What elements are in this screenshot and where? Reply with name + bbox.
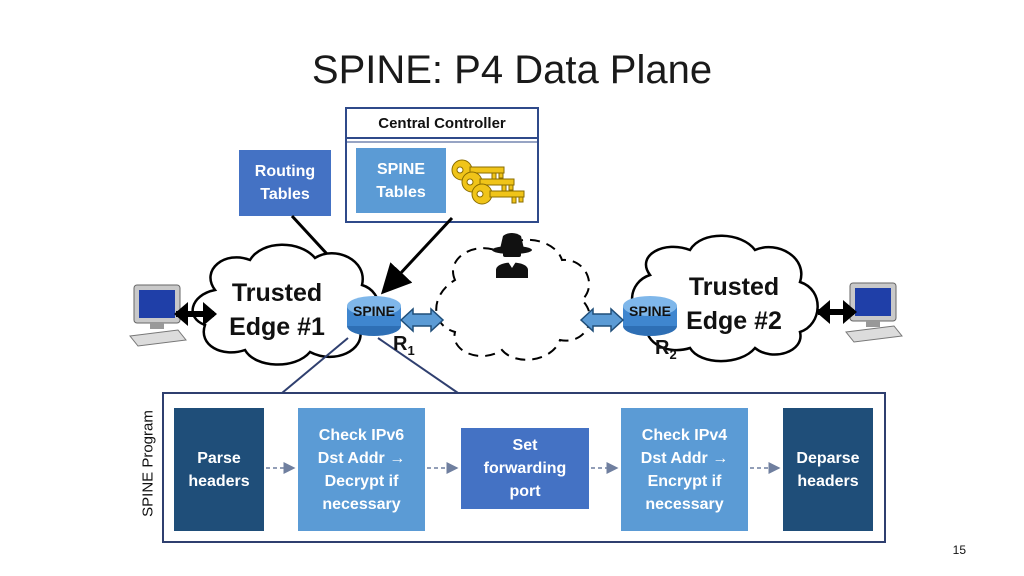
computer-left-icon bbox=[129, 284, 187, 347]
routing-tables-label: Routing Tables bbox=[254, 163, 316, 203]
spy-icon bbox=[492, 233, 532, 278]
r1-link-arrow bbox=[399, 307, 445, 333]
spine-program-label: SPINE Program bbox=[139, 410, 157, 517]
routing-tables-box bbox=[239, 150, 331, 216]
stage-forwarding-box bbox=[461, 428, 589, 509]
stage-parse-box bbox=[174, 408, 264, 531]
router-r2-icon bbox=[623, 296, 677, 336]
stage-deparse-box bbox=[783, 408, 873, 531]
stage-forwarding-label: Set forwarding port bbox=[483, 437, 567, 500]
computer-right-icon bbox=[845, 282, 903, 343]
controller-to-r1-arrow bbox=[380, 216, 454, 295]
central-controller-label: Central Controller bbox=[378, 114, 506, 132]
router-r2-spine-label: SPINE bbox=[628, 303, 671, 319]
page-number: 15 bbox=[952, 543, 966, 557]
stage-decrypt-label: Check IPv6 Dst Addr → Decrypt if necessa… bbox=[317, 426, 406, 513]
keys-icon bbox=[451, 159, 525, 205]
zoom-line-left bbox=[281, 337, 349, 394]
router-r1-spine-label: SPINE bbox=[352, 303, 395, 319]
stage-decrypt-box bbox=[298, 408, 425, 531]
r2-link-arrow bbox=[579, 307, 625, 333]
stage-deparse-label: Deparse headers bbox=[796, 449, 860, 490]
router-r2-name: R2 bbox=[655, 337, 677, 362]
trusted-edge-1-label: Trusted Edge #1 bbox=[229, 279, 325, 341]
slide-title: SPINE: P4 Data Plane bbox=[311, 48, 713, 92]
trusted-edge-2-label: Trusted Edge #2 bbox=[686, 273, 782, 335]
router-r1-name: R1 bbox=[393, 333, 415, 358]
spine-tables-box bbox=[356, 148, 446, 213]
trusted-edge-2-cloud bbox=[630, 234, 819, 363]
zoom-line-right bbox=[377, 337, 459, 394]
spine-tables-label: SPINE Tables bbox=[376, 160, 426, 201]
stage-encrypt-box bbox=[621, 408, 748, 531]
stage-encrypt-label: Check IPv4 Dst Addr → Encrypt if necessa… bbox=[640, 426, 729, 513]
router-r1-icon bbox=[347, 296, 401, 336]
stage-parse-label: Parse headers bbox=[188, 449, 250, 490]
